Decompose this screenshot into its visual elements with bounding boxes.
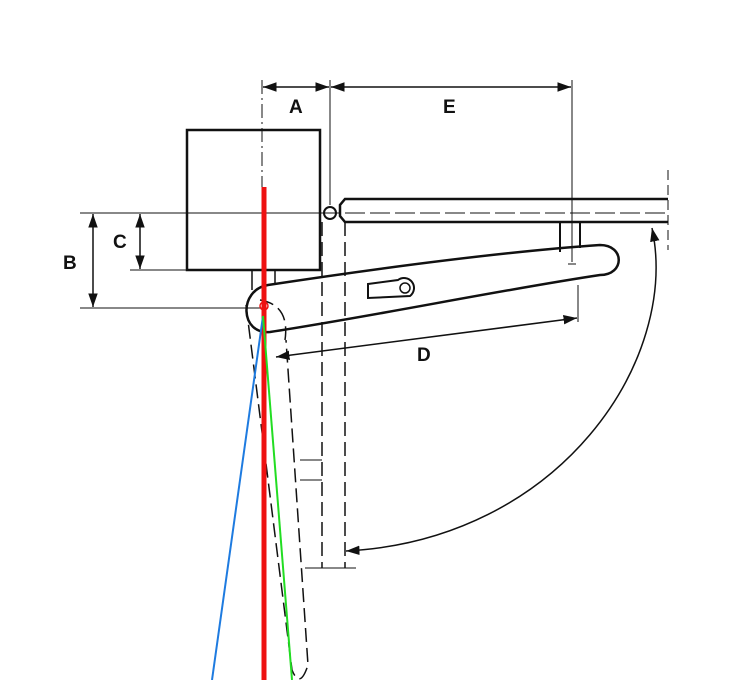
hinge-icon bbox=[323, 206, 337, 220]
label-b: B bbox=[63, 253, 77, 274]
pivot-point-icon bbox=[259, 301, 269, 311]
gate-beam bbox=[338, 197, 668, 224]
gate-open-position bbox=[321, 222, 346, 568]
label-e: E bbox=[443, 97, 456, 118]
blue-reference-line bbox=[211, 315, 264, 680]
label-a: A bbox=[289, 97, 303, 118]
swing-arc bbox=[345, 227, 660, 556]
arm-slot bbox=[367, 277, 415, 300]
green-reference-line bbox=[262, 315, 293, 680]
label-d: D bbox=[417, 345, 431, 366]
motor-box bbox=[185, 128, 322, 272]
label-c: C bbox=[113, 232, 127, 253]
